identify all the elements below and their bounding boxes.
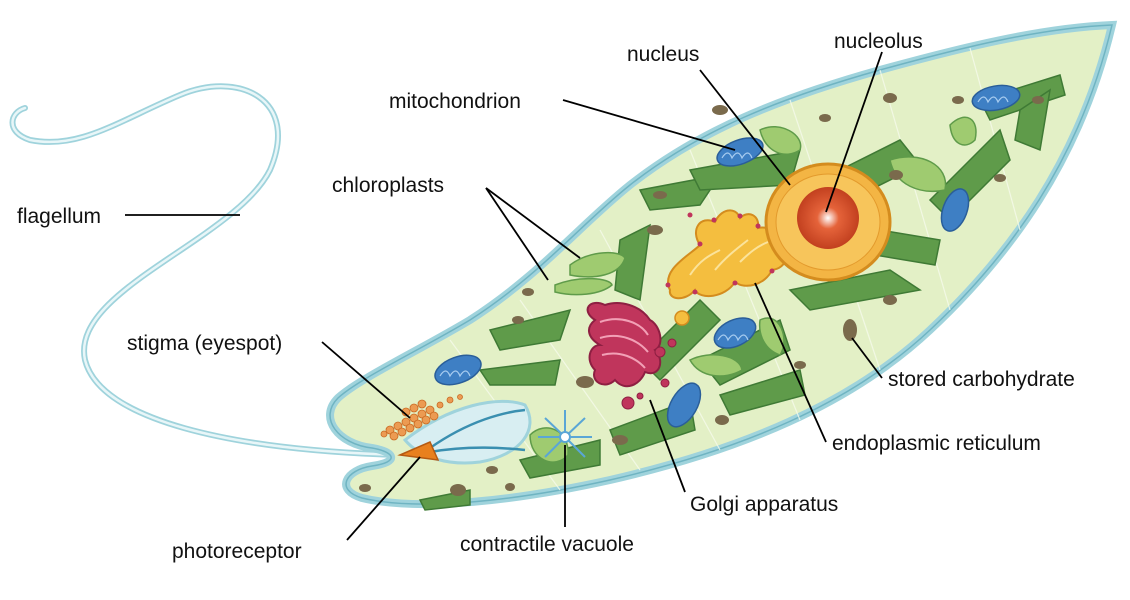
label-golgi-apparatus: Golgi apparatus xyxy=(690,493,838,516)
label-photoreceptor: photoreceptor xyxy=(172,540,302,563)
chloroplast-lower xyxy=(554,277,613,296)
nucleus-shape xyxy=(764,162,892,282)
leader-lines xyxy=(125,51,883,541)
label-chloroplasts: chloroplasts xyxy=(332,174,444,197)
golgi-apparatus-shape xyxy=(586,301,677,410)
carbohydrate-grains xyxy=(359,93,1044,496)
nucleolus-shape xyxy=(797,187,859,249)
reservoir xyxy=(402,399,532,465)
endoplasmic-reticulum-shape xyxy=(665,209,787,326)
label-contractile-vacuole: contractile vacuole xyxy=(460,533,634,556)
flagellum-shape xyxy=(9,83,403,458)
label-flagellum: flagellum xyxy=(17,205,101,228)
label-stigma: stigma (eyespot) xyxy=(127,332,282,355)
label-stored-carbohydrate: stored carbohydrate xyxy=(888,368,1075,391)
label-nucleolus: nucleolus xyxy=(834,30,923,53)
label-nucleus: nucleus xyxy=(627,43,699,66)
carbohydrate-grain xyxy=(843,319,857,341)
contractile-vacuole-shape xyxy=(538,410,592,458)
label-mitochondrion: mitochondrion xyxy=(389,90,521,113)
label-endoplasmic-reticulum: endoplasmic reticulum xyxy=(832,432,1041,455)
mitochondrion-shape xyxy=(716,137,764,167)
labels: nucleus nucleolus mitochondrion chloropl… xyxy=(17,30,1075,563)
chloroplast-upper xyxy=(569,251,626,278)
